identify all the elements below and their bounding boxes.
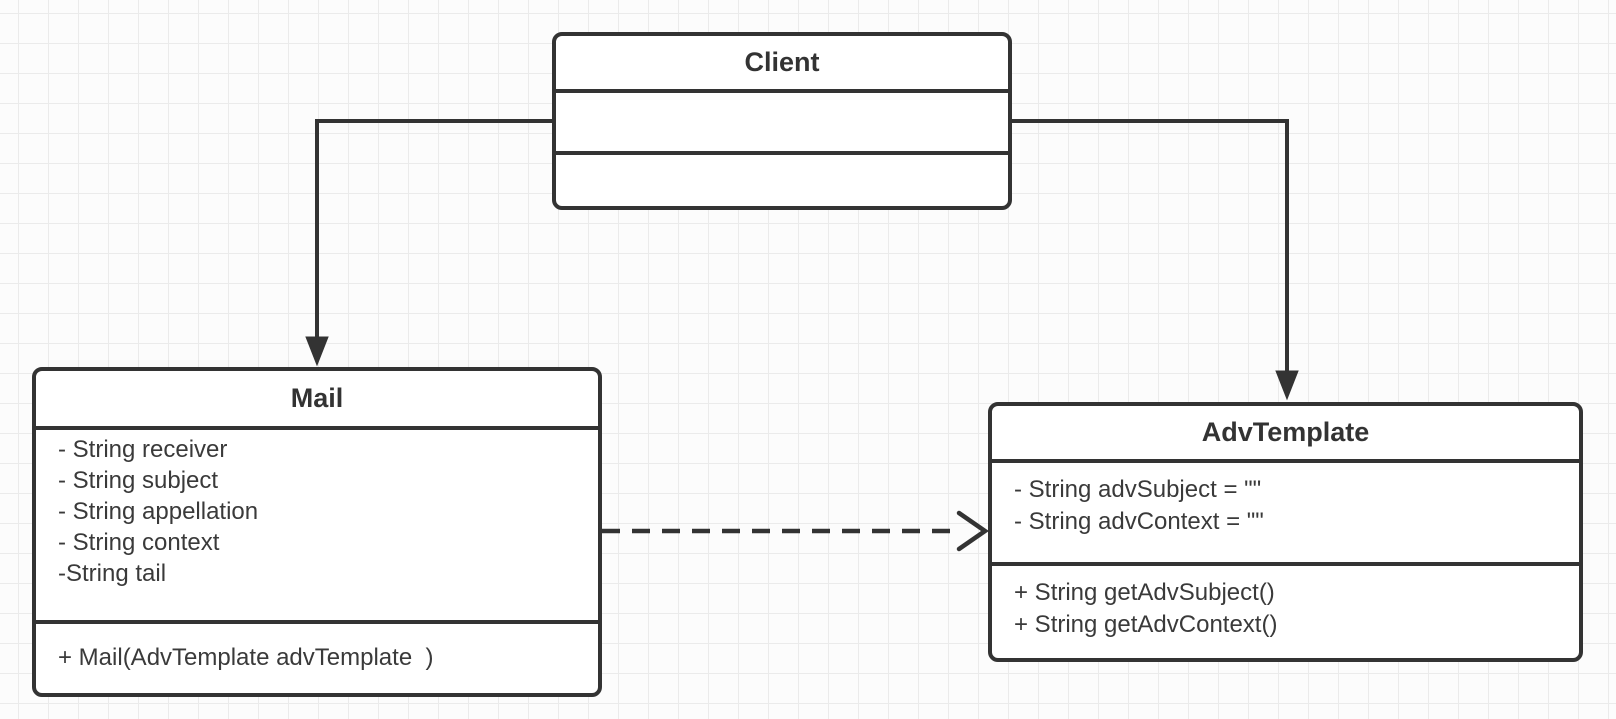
attribute-line: - String receiver [58, 436, 228, 463]
attribute-line: - String context [58, 529, 220, 556]
class-title: AdvTemplate [992, 406, 1579, 463]
attribute-line: - String appellation [58, 498, 259, 525]
arrowhead-filled-icon [1275, 370, 1299, 401]
class-methods-section: + String getAdvSubject() + String getAdv… [992, 566, 1579, 658]
class-attributes-section: - String receiver - String subject - Str… [36, 430, 598, 624]
method-line: + String getAdvSubject() [1014, 579, 1275, 606]
class-box-advtemplate: AdvTemplate - String advSubject = "" - S… [988, 402, 1583, 662]
edge-mail-to-advtemplate-dependency [602, 510, 989, 552]
class-attributes-section: - String advSubject = "" - String advCon… [992, 463, 1579, 566]
edge-line [315, 119, 552, 340]
arrowhead-open-icon [956, 510, 989, 552]
edge-client-to-mail [305, 119, 552, 367]
attribute-line: - String subject [58, 467, 219, 494]
class-title: Client [556, 36, 1008, 93]
method-line: + String getAdvContext() [1014, 611, 1278, 638]
class-box-mail: Mail - String receiver - String subject … [32, 367, 602, 697]
method-line: + Mail(AdvTemplate advTemplate ) [58, 644, 434, 671]
attribute-line: - String advSubject = "" [1014, 476, 1262, 503]
attribute-line: - String advContext = "" [1014, 508, 1264, 535]
edge-line [1012, 119, 1289, 374]
class-title: Mail [36, 371, 598, 430]
class-methods-section [556, 155, 1008, 206]
edge-client-to-advtemplate [1012, 119, 1299, 401]
class-attributes-section [556, 93, 1008, 155]
class-methods-section: + Mail(AdvTemplate advTemplate ) [36, 624, 598, 693]
class-box-client: Client [552, 32, 1012, 210]
arrowhead-filled-icon [305, 336, 329, 367]
attribute-line: -String tail [58, 560, 167, 587]
